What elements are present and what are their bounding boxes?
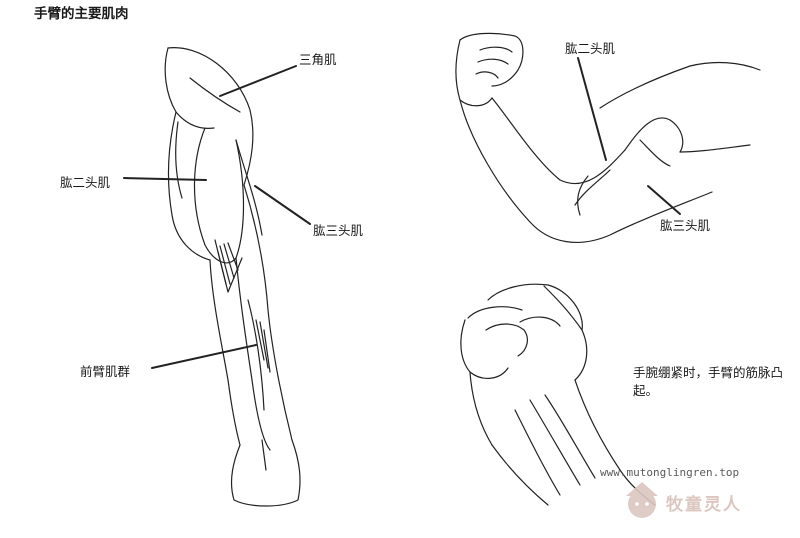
leader-line-biceps-left (123, 177, 207, 181)
label-triceps-flexed: 肱三头肌 (660, 218, 711, 233)
leader-line-biceps-right (577, 57, 607, 161)
leader-line-forearm (151, 344, 257, 369)
leader-line-deltoid (219, 65, 297, 97)
label-deltoid: 三角肌 (299, 52, 337, 67)
watermark-url: www.mutonglingren.top (600, 466, 740, 479)
label-triceps-front: 肱三头肌 (313, 223, 364, 238)
page-title: 手臂的主要肌肉 (34, 6, 129, 22)
watermark-brand: 牧童灵人 (666, 495, 742, 515)
leader-line-triceps-right (647, 185, 681, 215)
arm-flexed-drawing (455, 32, 761, 243)
label-biceps-front: 肱二头肌 (60, 175, 111, 190)
caption-note: 手腕绷紧时，手臂的筋脉凸起。 (633, 365, 784, 398)
leader-line-triceps-left (254, 185, 311, 225)
leader-lines (123, 57, 681, 369)
label-biceps-flexed: 肱二头肌 (565, 41, 616, 56)
label-forearm-muscles: 前臂肌群 (80, 364, 131, 379)
fist-drawing (460, 283, 656, 506)
arm-front-view-drawing (164, 47, 301, 507)
shepherd-boy-mascot-icon (626, 482, 658, 518)
